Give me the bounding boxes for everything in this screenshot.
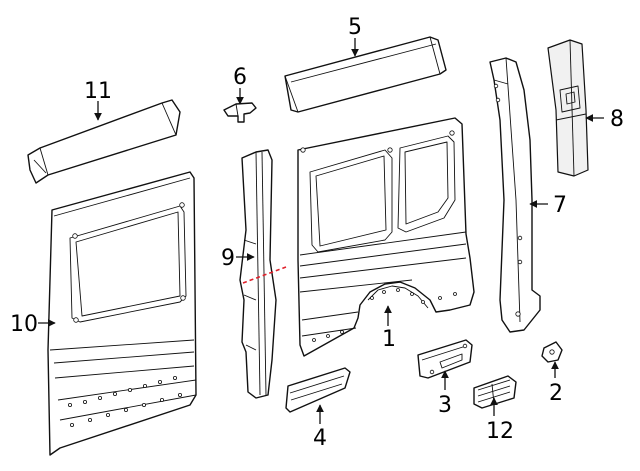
callout-9: 9 — [221, 246, 235, 271]
callout-12: 12 — [486, 419, 514, 444]
callout-6: 6 — [233, 65, 247, 90]
callout-7: 7 — [553, 193, 567, 218]
callout-4: 4 — [313, 426, 327, 451]
callout-2: 2 — [549, 381, 563, 406]
part-11-upper-rail — [27, 99, 181, 184]
part-1-body-panel — [297, 117, 475, 357]
part-4-lower-trim — [285, 367, 351, 413]
part-12-vent-grille — [473, 375, 517, 409]
callout-11: 11 — [84, 79, 112, 104]
part-8-trim-panel — [547, 39, 589, 177]
callout-1: 1 — [382, 327, 396, 352]
callout-8: 8 — [610, 107, 624, 132]
part-3-reinforcement — [417, 339, 473, 379]
part-7-rear-pillar — [489, 57, 541, 333]
leader-lines — [38, 38, 604, 424]
part-6-bracket — [223, 102, 257, 123]
callout-10: 10 — [10, 312, 38, 337]
cut-line — [242, 266, 287, 284]
callout-3: 3 — [438, 393, 452, 418]
part-2-small-bracket — [541, 341, 563, 363]
callout-5: 5 — [348, 15, 362, 40]
part-9-pillar — [239, 149, 277, 399]
part-5-upper-rail — [284, 36, 447, 113]
part-10-side-panel — [47, 171, 197, 456]
